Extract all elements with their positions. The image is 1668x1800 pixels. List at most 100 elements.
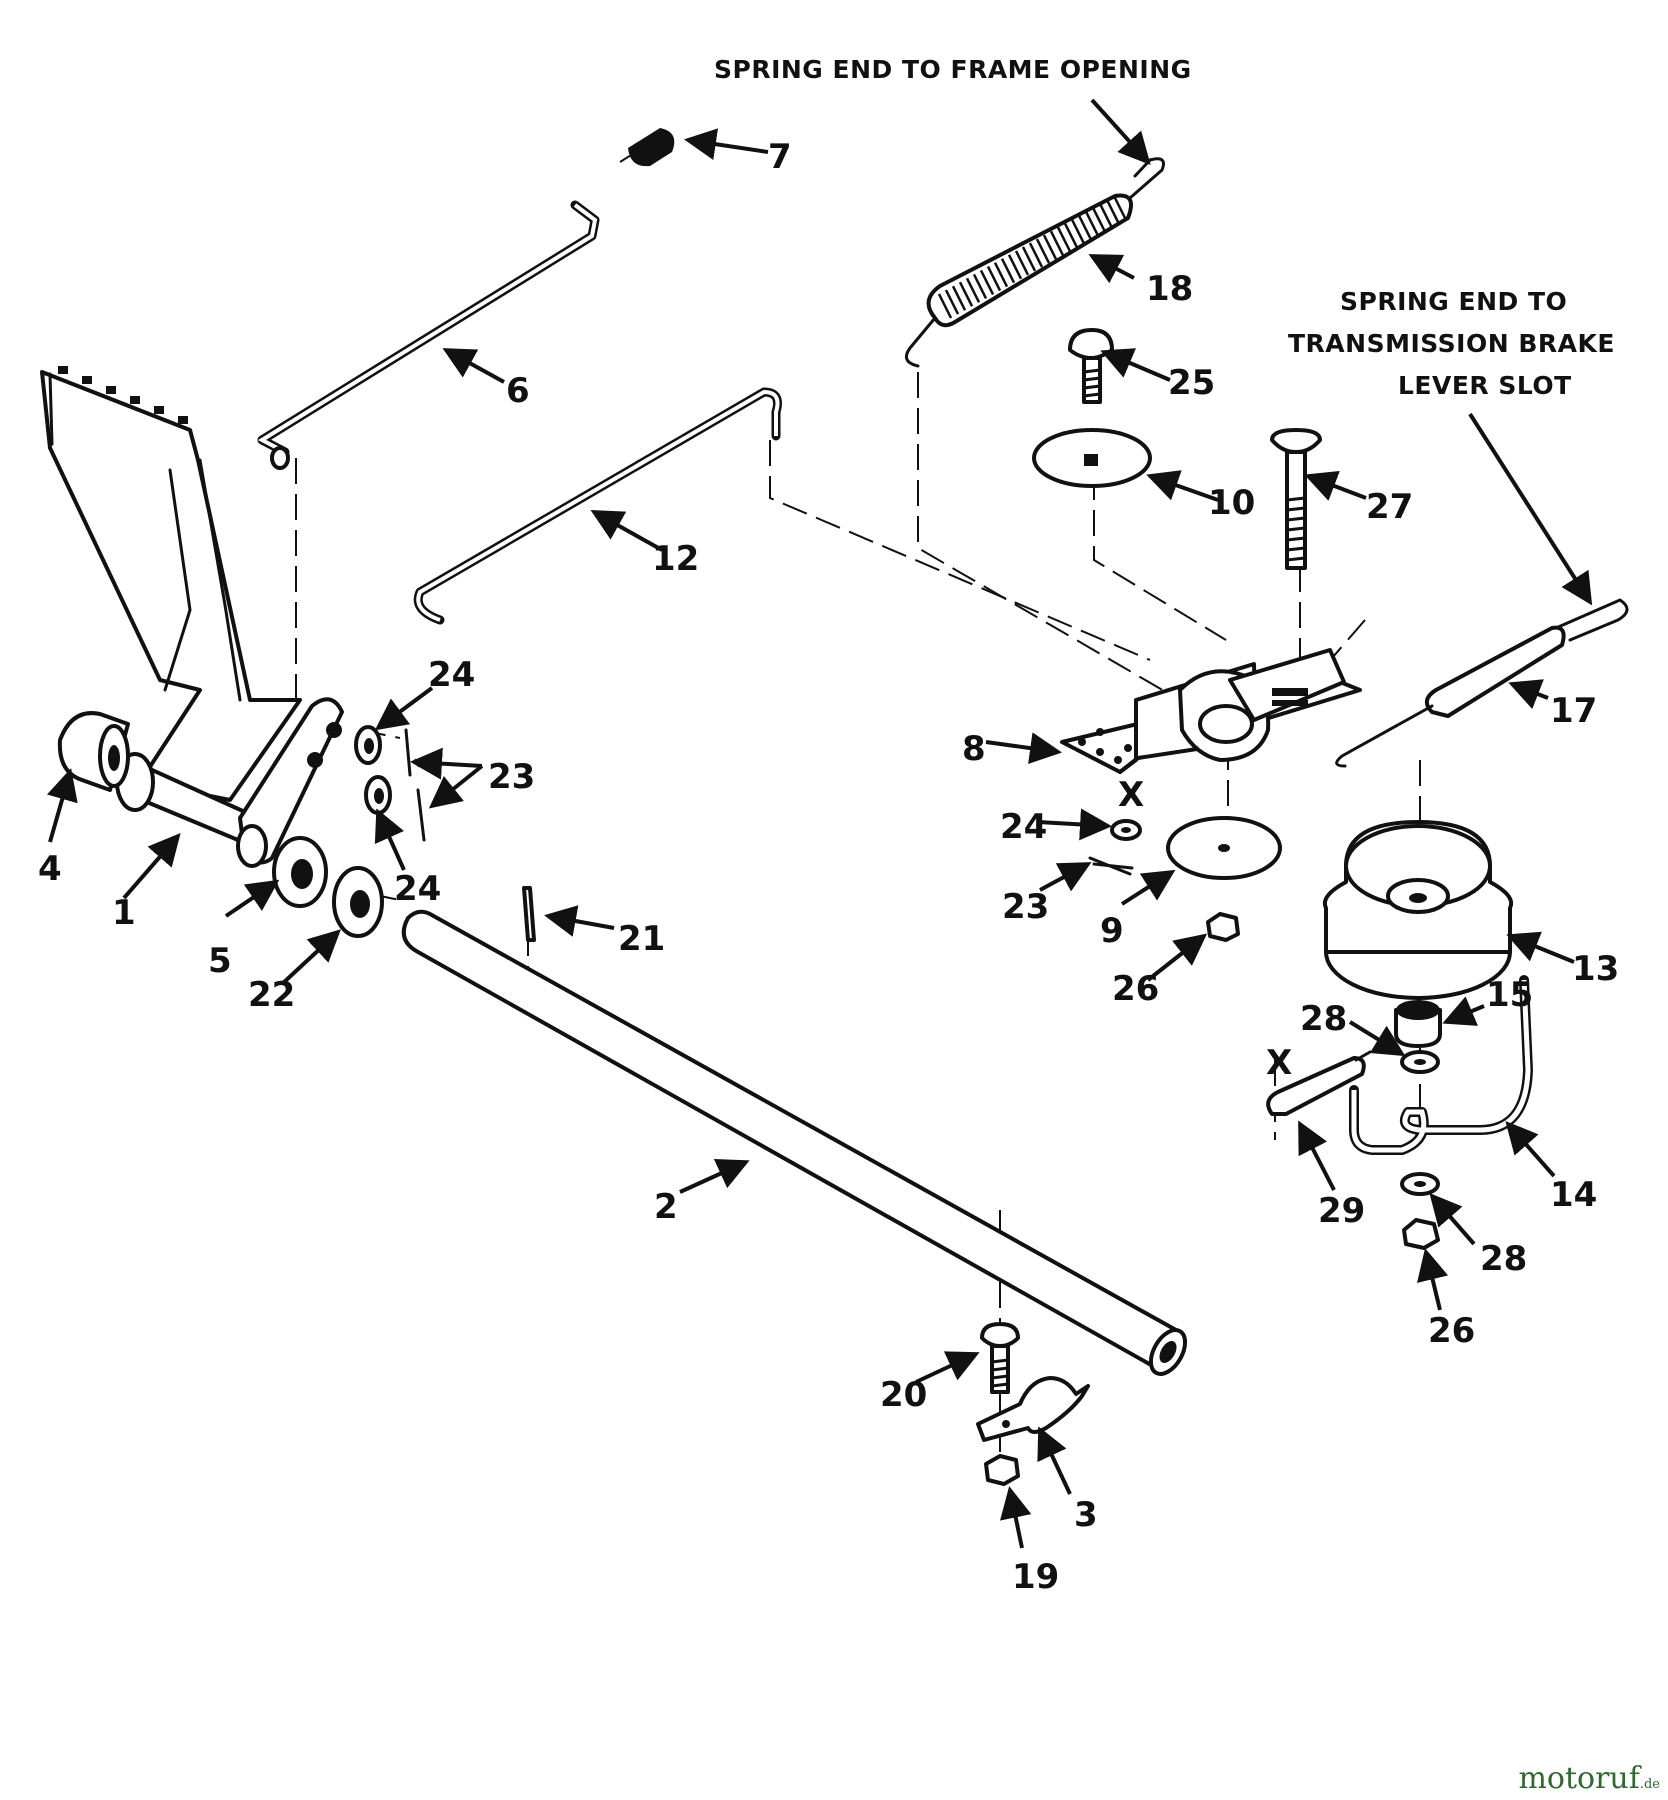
part-labels: 7 6 12 18 25 10 27 17 8 24 X 23 9 26 13 … bbox=[38, 137, 1619, 1597]
label-part-17: 17 bbox=[1550, 691, 1597, 731]
nut-part-26-lower bbox=[1402, 1218, 1440, 1250]
spring-coil bbox=[972, 273, 988, 299]
label-part-12: 12 bbox=[652, 539, 699, 579]
pedal-grip-ribs bbox=[58, 366, 188, 424]
spring-coil bbox=[1084, 211, 1100, 237]
note-brake-line-2: TRANSMISSION BRAKE bbox=[1288, 329, 1615, 358]
spring-coil bbox=[937, 293, 953, 319]
spring-coil bbox=[1077, 215, 1093, 241]
spring-coil bbox=[1000, 258, 1016, 284]
label-part-28-lower: 28 bbox=[1480, 1239, 1527, 1279]
spring-coil bbox=[1042, 234, 1058, 260]
washer-part-24-upper bbox=[354, 725, 382, 765]
washer-part-28-upper bbox=[1400, 1050, 1440, 1074]
assembly-lines bbox=[295, 141, 1421, 1460]
washer-part-5 bbox=[272, 836, 328, 908]
pedal-part-1 bbox=[40, 366, 344, 868]
spring-coil bbox=[1049, 230, 1065, 256]
disc-part-9 bbox=[1166, 816, 1282, 880]
label-part-26-upper: 26 bbox=[1112, 969, 1159, 1009]
spring-part-17 bbox=[1335, 598, 1629, 768]
pin-part-21 bbox=[522, 886, 536, 942]
spring-coil bbox=[986, 266, 1002, 292]
assembly-notes: SPRING END TO FRAME OPENING SPRING END T… bbox=[714, 55, 1615, 400]
spring-coil bbox=[1063, 222, 1079, 248]
label-part-23-left: 23 bbox=[488, 757, 535, 797]
spring-coil bbox=[979, 269, 995, 296]
label-part-14: 14 bbox=[1550, 1175, 1597, 1215]
note-brake-line-3: LEVER SLOT bbox=[1398, 371, 1572, 400]
watermark-tld: .de bbox=[1639, 1777, 1660, 1792]
note-brake-line-1: SPRING END TO bbox=[1340, 287, 1567, 316]
label-part-21: 21 bbox=[618, 919, 665, 959]
label-part-26-lower: 26 bbox=[1428, 1311, 1475, 1351]
spring-coil bbox=[1007, 254, 1023, 280]
washer-part-24-right bbox=[1110, 819, 1142, 841]
label-part-24-upper: 24 bbox=[428, 655, 475, 695]
rod-part-12 bbox=[413, 387, 782, 625]
washer-part-22 bbox=[332, 866, 384, 938]
spring-coil bbox=[1105, 199, 1121, 225]
shaft-part-2 bbox=[401, 909, 1188, 1376]
bracket-part-8 bbox=[1060, 648, 1362, 774]
bracket-part-14 bbox=[1349, 975, 1533, 1155]
label-part-5: 5 bbox=[208, 941, 232, 981]
spring-coil bbox=[1091, 207, 1107, 233]
label-part-19: 19 bbox=[1012, 1557, 1059, 1597]
label-part-10: 10 bbox=[1208, 483, 1255, 523]
cotter-pin-part-23 bbox=[404, 728, 426, 842]
label-part-23-right: 23 bbox=[1002, 887, 1049, 927]
strap-part-3 bbox=[976, 1376, 1090, 1442]
label-part-27: 27 bbox=[1366, 487, 1413, 527]
disc-part-10 bbox=[1032, 428, 1152, 488]
label-part-1: 1 bbox=[112, 893, 136, 933]
label-part-2: 2 bbox=[654, 1187, 678, 1227]
spring-coil bbox=[1070, 218, 1086, 245]
bolt-part-20 bbox=[980, 1322, 1020, 1394]
washer-part-24-lower bbox=[364, 775, 392, 815]
label-part-22: 22 bbox=[248, 975, 295, 1015]
nut-part-26-upper bbox=[1206, 912, 1240, 942]
label-part-3: 3 bbox=[1074, 1495, 1098, 1535]
label-part-9: 9 bbox=[1100, 911, 1124, 951]
spring-part-29 bbox=[1266, 1050, 1372, 1116]
nut-part-19 bbox=[984, 1454, 1020, 1486]
bolt-part-25 bbox=[1068, 328, 1114, 404]
label-part-15: 15 bbox=[1486, 975, 1533, 1015]
bolt-part-27 bbox=[1270, 428, 1322, 570]
spring-coil bbox=[1021, 246, 1037, 272]
spring-coil bbox=[993, 262, 1009, 288]
label-part-13: 13 bbox=[1572, 949, 1619, 989]
watermark-name: motoruf bbox=[1518, 1761, 1640, 1796]
label-part-20: 20 bbox=[880, 1375, 927, 1415]
label-x-upper: X bbox=[1118, 775, 1144, 815]
label-part-18: 18 bbox=[1146, 269, 1193, 309]
label-x-lower: X bbox=[1266, 1043, 1292, 1083]
spring-coil bbox=[944, 289, 960, 315]
spring-coil bbox=[965, 277, 981, 303]
spring-coil bbox=[951, 285, 967, 311]
label-part-29: 29 bbox=[1318, 1191, 1365, 1231]
label-part-24-right: 24 bbox=[1000, 807, 1047, 847]
grip-part-7 bbox=[628, 128, 675, 167]
spring-coil bbox=[1028, 242, 1044, 268]
pulley-part-13 bbox=[1323, 820, 1513, 1000]
cotter-pin-part-23-right bbox=[1088, 856, 1134, 876]
spring-coil bbox=[958, 281, 974, 307]
spring-coil bbox=[1098, 203, 1114, 229]
spring-coil bbox=[1056, 226, 1072, 252]
label-part-4: 4 bbox=[38, 849, 62, 889]
label-part-8: 8 bbox=[962, 729, 986, 769]
rod-part-6 bbox=[257, 200, 600, 470]
label-part-25: 25 bbox=[1168, 363, 1215, 403]
watermark-logo: motoruf.de bbox=[1518, 1761, 1660, 1796]
spring-coil bbox=[1112, 195, 1128, 221]
label-part-24-lower: 24 bbox=[394, 869, 441, 909]
spacer-part-15 bbox=[1394, 1000, 1442, 1048]
spring-part-18 bbox=[904, 157, 1165, 368]
note-frame-opening: SPRING END TO FRAME OPENING bbox=[714, 55, 1192, 84]
spring-coil bbox=[1014, 250, 1030, 276]
label-part-6: 6 bbox=[506, 371, 530, 411]
label-part-7: 7 bbox=[768, 137, 792, 177]
callout-arrows bbox=[46, 98, 1593, 1549]
